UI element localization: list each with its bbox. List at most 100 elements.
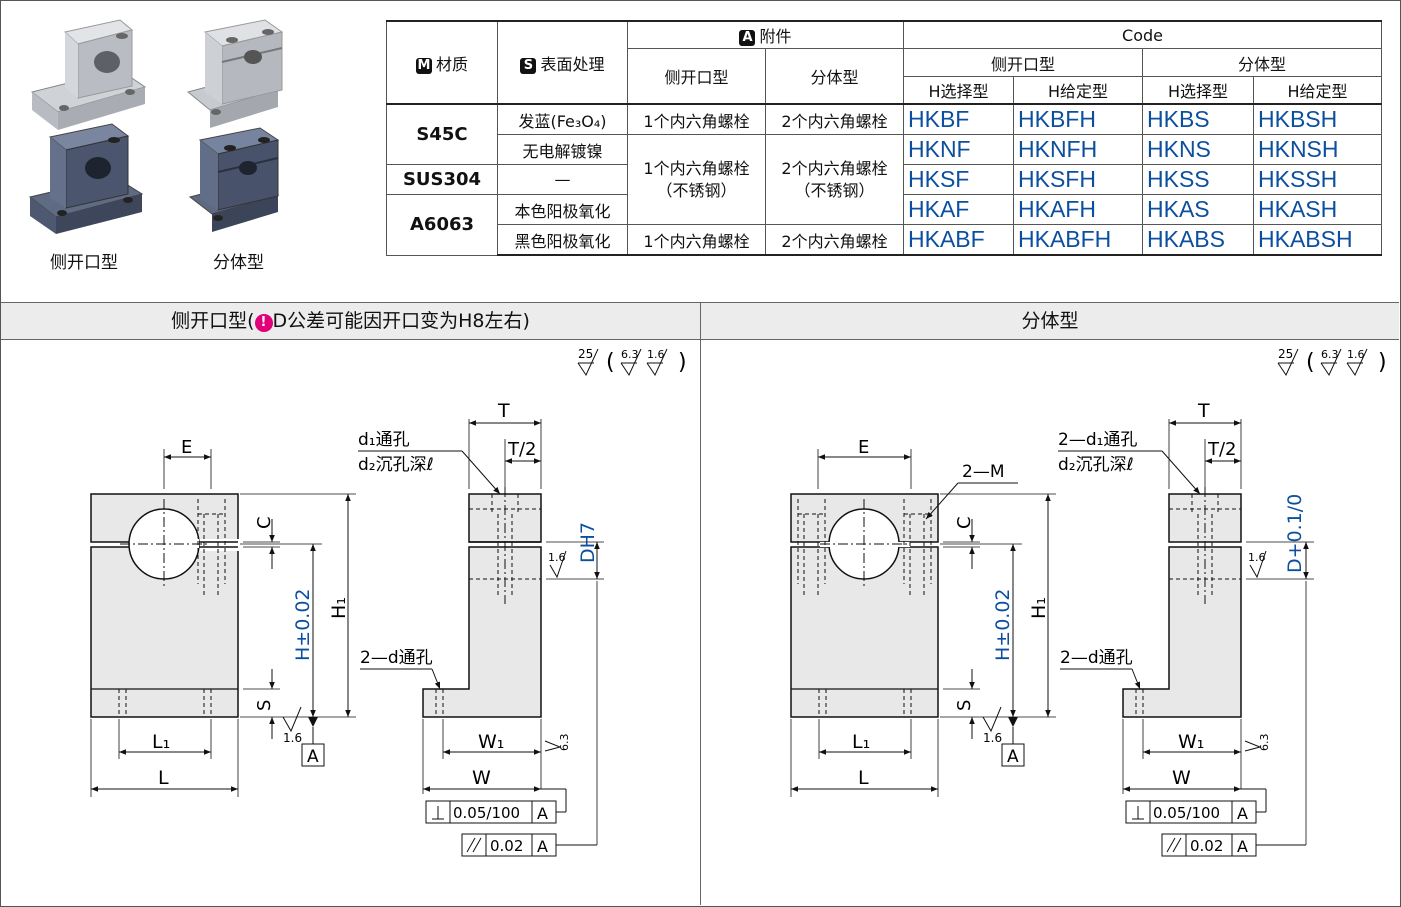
header-h-select-2: H选择型 — [1142, 76, 1254, 105]
surface-cell: 黑色阳极氧化 — [497, 224, 628, 256]
svg-text:0.05/100: 0.05/100 — [453, 804, 520, 822]
hole-callout-2: d₂沉孔深ℓ — [1058, 455, 1134, 475]
code-cell: HKSF — [903, 164, 1014, 195]
code-cell: HKNF — [903, 134, 1014, 165]
header-code: Code — [903, 20, 1382, 49]
svg-text:A: A — [1237, 837, 1248, 856]
dim-s-label: S — [254, 700, 275, 711]
photo-label-side-open: 侧开口型 — [50, 253, 118, 273]
code-cell: HKBF — [903, 103, 1014, 135]
surface-cell: 本色阳极氧化 — [497, 194, 628, 225]
dim-w1-label: W₁ — [478, 731, 504, 753]
svg-text:1.6: 1.6 — [1347, 348, 1365, 361]
technical-drawings: 25 ( 6.3 1.6 ) — [90, 347, 1387, 857]
dim-d-label: D+0.1/0 — [1284, 494, 1306, 573]
svg-text:A: A — [537, 837, 548, 856]
svg-text:0.02: 0.02 — [490, 837, 523, 855]
code-cell: HKSSH — [1253, 164, 1382, 195]
table-header-row-3: H选择型 H给定型 H选择型 H给定型 — [387, 76, 1382, 105]
accessory-side-cell: 1个内六角螺栓 — [627, 224, 766, 256]
drawing-side-open: 25 ( 6.3 1.6 ) — [90, 347, 687, 857]
svg-text:6.3: 6.3 — [558, 734, 571, 752]
header-h-given-2: H给定型 — [1253, 76, 1382, 105]
accessory-badge: A — [739, 30, 756, 46]
svg-text:A: A — [537, 804, 548, 823]
code-cell: HKBSH — [1253, 103, 1382, 135]
hole-callout-1: d₁通孔 — [358, 430, 410, 450]
code-cell: HKNFH — [1013, 134, 1143, 165]
left-section-title: 侧开口型(!D公差可能因开口变为H8左右) — [171, 310, 530, 332]
dim-w-label: W — [472, 767, 491, 789]
dim-t-label: T — [497, 400, 510, 422]
header-acc-split: 分体型 — [765, 48, 904, 105]
code-cell: HKAS — [1142, 194, 1254, 225]
datum-a-box — [1001, 743, 1025, 767]
warning-icon: ! — [254, 314, 273, 332]
hole-callout-2: d₂沉孔深ℓ — [358, 455, 434, 475]
dim-h1-label: H₁ — [328, 597, 350, 619]
header-h-given-1: H给定型 — [1013, 76, 1143, 105]
photo-split-silver — [186, 19, 284, 128]
code-cell: HKABSH — [1253, 224, 1382, 256]
parallelism-frame: 0.02 A — [461, 833, 557, 857]
code-cell: HKABF — [903, 224, 1014, 256]
hole-callout-1: 2—d₁通孔 — [1058, 430, 1137, 450]
table-header-row-2: 侧开口型 分体型 侧开口型 分体型 — [387, 48, 1382, 105]
svg-text:A: A — [307, 747, 319, 767]
table-row: S45C 发蓝(Fe₃O₄) 1个内六角螺栓 2个内六角螺栓 HKBF HKBF… — [386, 103, 1382, 165]
dim-c-label: C — [954, 516, 975, 529]
side-view-body — [1122, 546, 1242, 718]
photo-side-open-silver — [30, 19, 147, 130]
material-badge: M — [415, 57, 432, 74]
svg-text:): ) — [678, 350, 687, 375]
code-cell: HKABFH — [1013, 224, 1143, 256]
svg-text:1.6: 1.6 — [1248, 551, 1266, 564]
dim-w1-label: W₁ — [1178, 731, 1204, 753]
svg-text:0.05/100: 0.05/100 — [1153, 804, 1220, 822]
dim-d-label: DH7 — [577, 522, 599, 563]
svg-text:1.6: 1.6 — [983, 731, 1002, 745]
right-section-band: 分体型 — [701, 302, 1399, 340]
dim-e-label: E — [858, 437, 869, 458]
base-hole-callout: 2—d通孔 — [360, 648, 433, 668]
datum-a-box — [301, 743, 325, 767]
dim-l-label: L — [858, 767, 869, 789]
material-cell: S45C — [386, 103, 498, 165]
svg-text:25: 25 — [1278, 347, 1293, 361]
svg-text:6.3: 6.3 — [1321, 348, 1339, 361]
header-code-side-open: 侧开口型 — [903, 48, 1143, 77]
code-cell: HKNSH — [1253, 134, 1382, 165]
svg-text:25: 25 — [578, 347, 593, 361]
accessory-side-cell: 1个内六角螺栓 — [627, 103, 766, 135]
accessory-split-cell: 2个内六角螺栓 — [765, 224, 904, 256]
header-code-split: 分体型 — [1142, 48, 1382, 77]
drawing-split: 25 ( 6.3 1.6 ) — [790, 347, 1387, 857]
right-section-title: 分体型 — [1021, 310, 1079, 332]
parallelism-frame: 0.02 A — [1161, 833, 1257, 857]
photo-label-split: 分体型 — [213, 253, 264, 273]
code-cell: HKASH — [1253, 194, 1382, 225]
section-divider — [700, 302, 701, 905]
surface-cell: 无电解镀镍 — [497, 134, 628, 165]
table-row: 无电解镀镍 1个内六角螺栓 （不锈钢） 2个内六角螺栓 （不锈钢） HKNF H… — [387, 134, 1382, 225]
dim-t2-label: T/2 — [507, 439, 537, 460]
svg-text:1.6: 1.6 — [647, 348, 665, 361]
svg-text:6.3: 6.3 — [1258, 734, 1271, 752]
code-cell: HKNS — [1142, 134, 1254, 165]
dim-h-label: H±0.02 — [292, 588, 314, 661]
header-h-select-1: H选择型 — [903, 76, 1014, 105]
svg-text:1.6: 1.6 — [283, 731, 302, 745]
material-cell: SUS304 — [386, 164, 498, 195]
roughness-symbol-group: 25 ( 6.3 1.6 ) — [577, 347, 687, 377]
perpendicularity-frame: 0.05/100 A — [425, 800, 557, 824]
code-cell: HKBS — [1142, 103, 1254, 135]
svg-text:A: A — [1237, 804, 1248, 823]
photo-side-open-blue — [28, 123, 144, 234]
left-section-band: 侧开口型(!D公差可能因开口变为H8左右) — [1, 302, 700, 340]
svg-text:1.6: 1.6 — [548, 551, 566, 564]
svg-text:(: ( — [1306, 350, 1315, 375]
